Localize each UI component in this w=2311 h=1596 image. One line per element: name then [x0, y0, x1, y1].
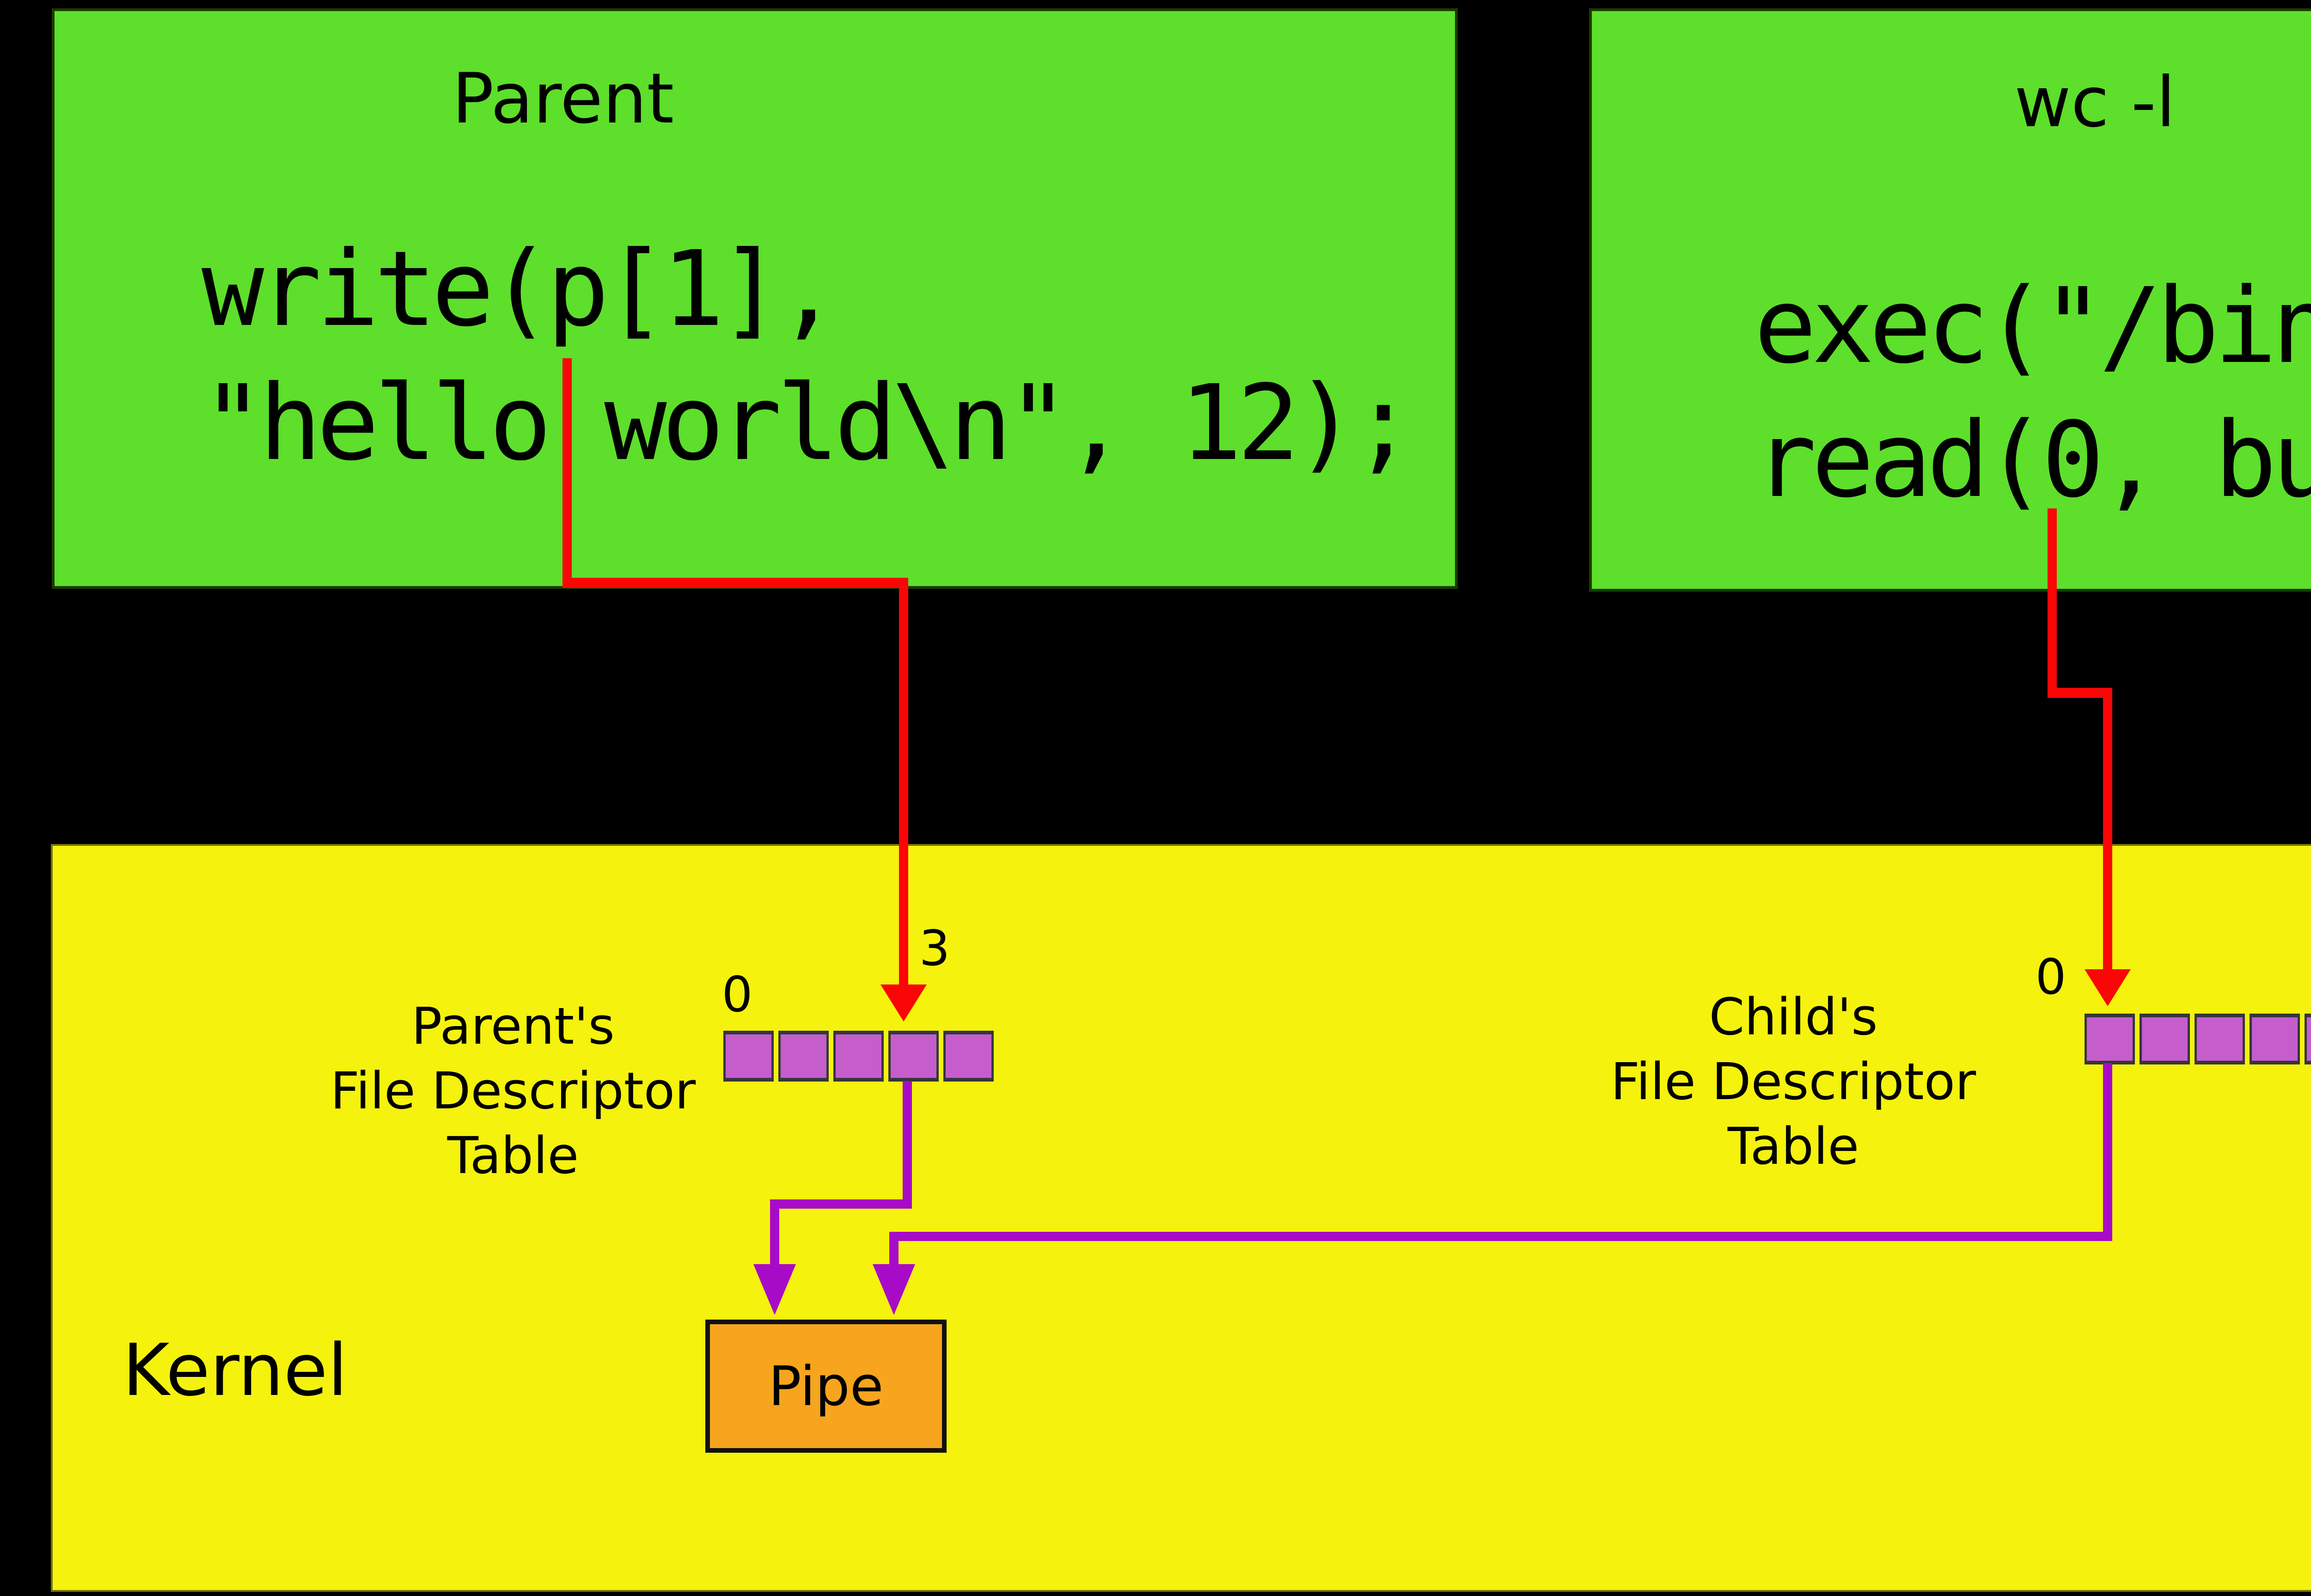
- parent-code-line-2: "hello world\n", 12);: [202, 363, 1415, 484]
- parent-fd-index-0: 0: [721, 966, 753, 1023]
- pointer-segment: [2103, 1063, 2112, 1241]
- fd-slot: [943, 1031, 994, 1082]
- child-code-line-2: read(0, buf, size);: [1754, 400, 2311, 521]
- child-process-title: wc -l: [2014, 62, 2176, 143]
- parent-fd-table-label-line: File Descriptor: [330, 1061, 696, 1120]
- child-process-box: [1589, 8, 2311, 592]
- child-fd-table-label: Child's File Descriptor Table: [1562, 985, 2024, 1179]
- fd-slot: [778, 1031, 829, 1082]
- pointer-segment: [770, 1199, 779, 1264]
- parent-fd-table-label-line: Table: [447, 1126, 579, 1185]
- child-fd-table-label-line: File Descriptor: [1610, 1052, 1976, 1111]
- pipe-box: Pipe: [705, 1320, 947, 1453]
- read-arrow-segment: [2048, 688, 2112, 698]
- pointer-segment: [903, 1081, 912, 1209]
- parent-process-title: Parent: [452, 59, 674, 139]
- fd-slot: [2140, 1014, 2190, 1064]
- child-code-line-1: exec("/bin/wc", argv): [1754, 266, 2311, 387]
- child-fd-table-label-line: Child's: [1709, 987, 1878, 1046]
- fd-slot: [723, 1031, 774, 1082]
- parent-fd-index-3: 3: [919, 920, 950, 977]
- parent-code-line-1: write(p[1],: [202, 229, 839, 350]
- pipe-label: Pipe: [768, 1354, 884, 1418]
- child-fd-index-0: 0: [2035, 949, 2066, 1005]
- child-fd-table-label-line: Table: [1727, 1117, 1859, 1176]
- pointer-arrowhead-icon: [753, 1264, 796, 1315]
- fd-slot: [833, 1031, 884, 1082]
- parent-fd-table-label-line: Parent's: [411, 997, 615, 1056]
- fd-slot: [2085, 1014, 2135, 1064]
- write-arrow-segment: [562, 358, 572, 588]
- kernel-label: Kernel: [122, 1328, 348, 1412]
- write-arrowhead-icon: [880, 985, 927, 1021]
- write-arrow-segment: [562, 578, 908, 588]
- parent-fd-table-label: Parent's File Descriptor Table: [282, 994, 744, 1188]
- read-arrow-segment: [2103, 688, 2112, 971]
- fd-slot: [2195, 1014, 2245, 1064]
- parent-process-box: [52, 8, 1458, 589]
- pointer-segment: [770, 1199, 912, 1209]
- kernel-box: [51, 844, 2311, 1592]
- fd-slot: [2250, 1014, 2300, 1064]
- pointer-segment: [889, 1232, 899, 1264]
- parent-fd-table: [723, 1031, 994, 1082]
- read-arrowhead-icon: [2085, 969, 2131, 1006]
- read-arrow-segment: [2048, 508, 2057, 698]
- write-arrow-segment: [899, 578, 908, 987]
- fd-slot: [888, 1031, 939, 1082]
- fd-slot: [2305, 1014, 2311, 1064]
- child-fd-table: [2085, 1014, 2311, 1064]
- pointer-arrowhead-icon: [873, 1264, 915, 1315]
- pointer-segment: [889, 1232, 2112, 1241]
